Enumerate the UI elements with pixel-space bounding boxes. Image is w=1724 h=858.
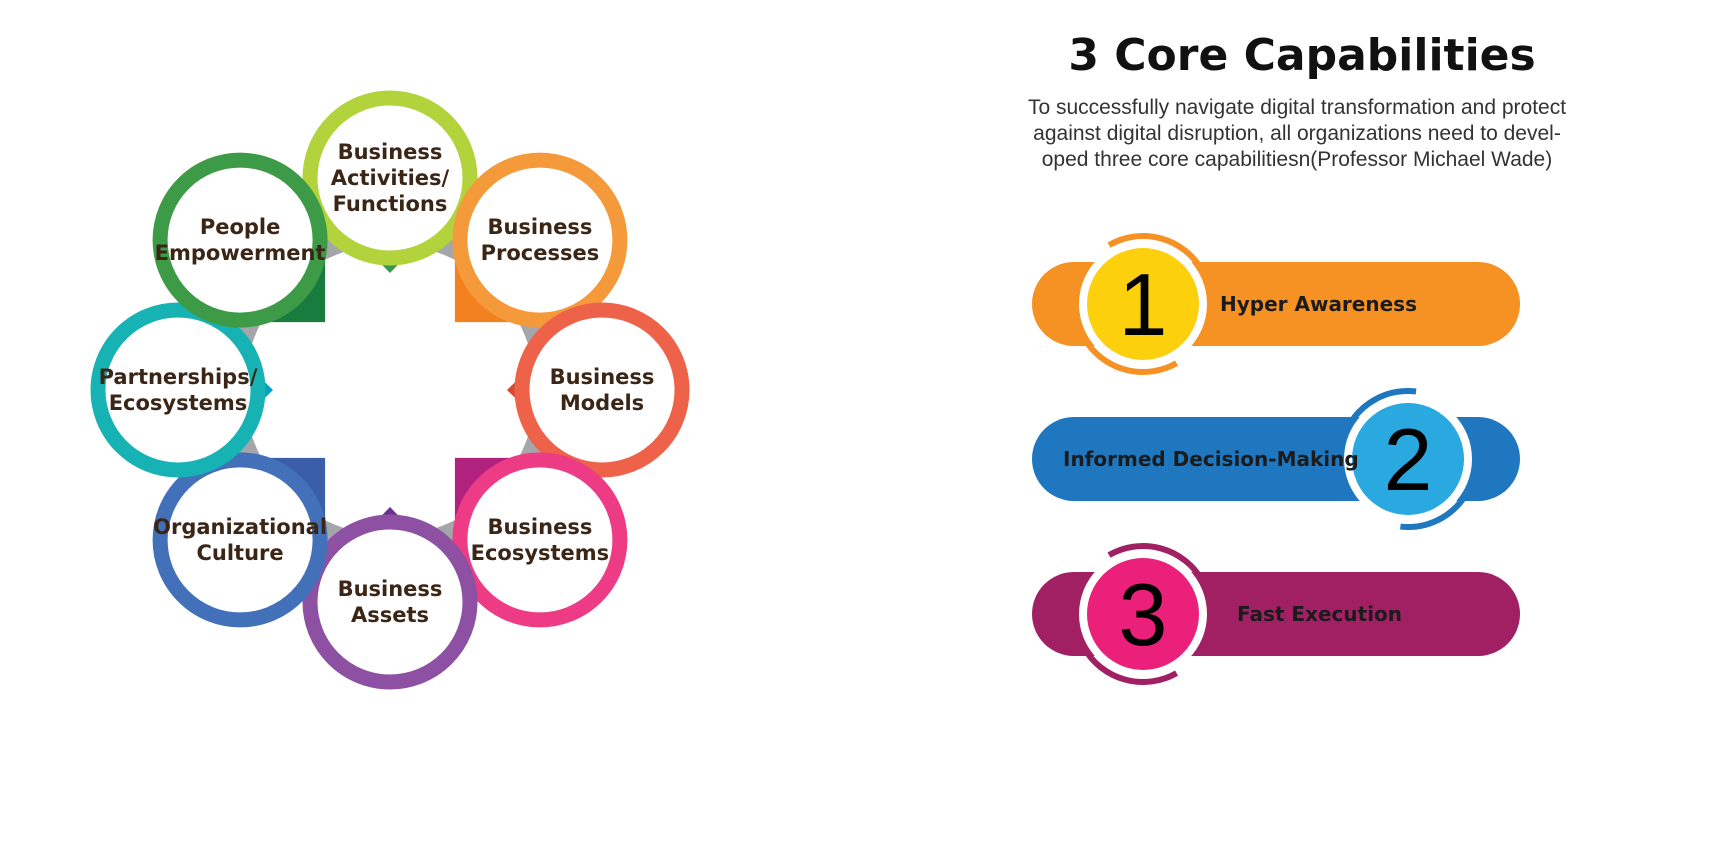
business-activities-circle xyxy=(302,90,478,266)
capability-number: 3 xyxy=(1119,565,1168,664)
description-line-2: against digital disruption, all organiza… xyxy=(1033,122,1561,145)
business-assets-label-line-1: Business xyxy=(338,577,443,601)
people-empowerment-circle xyxy=(152,152,328,328)
capability-number-circle xyxy=(1087,248,1199,360)
business-processes-label-line-2: Processes xyxy=(481,241,600,265)
people-empowerment-label-line-1: People xyxy=(200,215,281,239)
capability-label: Hyper Awareness xyxy=(1220,292,1417,316)
capability-3: 3 Fast Execution xyxy=(1032,543,1520,685)
business-models-label-line-2: Models xyxy=(560,391,644,415)
capability-1: 1 Hyper Awareness xyxy=(1032,233,1520,375)
partnerships-ecosystems-label-line-1: Partnerships/ xyxy=(99,365,258,389)
panel-description: To successfully navigate digital transfo… xyxy=(1028,96,1566,171)
panel-title: 3 Core Capabilities xyxy=(1068,30,1535,81)
capability-label: Informed Decision-Making xyxy=(1063,447,1359,471)
capability-number-circle xyxy=(1087,558,1199,670)
description-line-1: To successfully navigate digital transfo… xyxy=(1028,96,1566,119)
business-ecosystems-label-line-1: Business xyxy=(487,515,592,539)
partnerships-ecosystems-circle xyxy=(90,302,266,478)
business-activities-label-line-1: Business xyxy=(338,140,443,164)
business-processes-label-line-1: Business xyxy=(487,215,592,239)
capability-bars: 1 Hyper Awareness 2 Informed Decision-Makin… xyxy=(1032,233,1520,685)
partnerships-ecosystems-label-line-2: Ecosystems xyxy=(109,391,248,415)
capability-number-circle xyxy=(1352,403,1464,515)
partnerships-ecosystems-node: Partnerships/Ecosystems xyxy=(90,302,266,478)
business-processes-circle xyxy=(452,152,628,328)
business-activities-label-line-3: Functions xyxy=(333,192,448,216)
capability-ring-arc xyxy=(1072,543,1214,685)
capability-ring-arc xyxy=(1072,233,1214,375)
description-line-3: oped three core capabilitiesn(Professor … xyxy=(1042,148,1552,171)
business-ecosystems-label-line-2: Ecosystems xyxy=(471,541,610,565)
business-activities-label-line-2: Activities/ xyxy=(331,166,450,190)
people-empowerment-label-line-2: Empowerment xyxy=(155,241,326,265)
capability-nodes: BusinessActivities/FunctionsBusinessProc… xyxy=(90,90,690,690)
business-models-label-line-1: Business xyxy=(550,365,655,389)
business-models-circle xyxy=(514,302,690,478)
organizational-culture-circle xyxy=(152,452,328,628)
capability-number: 2 xyxy=(1384,410,1433,509)
capability-2: 2 Informed Decision-Making xyxy=(1032,388,1520,530)
capability-ring-arc xyxy=(1337,388,1479,530)
business-assets-label-line-2: Assets xyxy=(351,603,429,627)
business-ecosystems-circle xyxy=(452,452,628,628)
capability-label: Fast Execution xyxy=(1237,602,1402,626)
business-assets-circle xyxy=(302,514,478,690)
organizational-culture-label-line-2: Culture xyxy=(197,541,284,565)
capability-number: 1 xyxy=(1119,255,1168,354)
organizational-culture-label-line-1: Organizational xyxy=(153,515,327,539)
